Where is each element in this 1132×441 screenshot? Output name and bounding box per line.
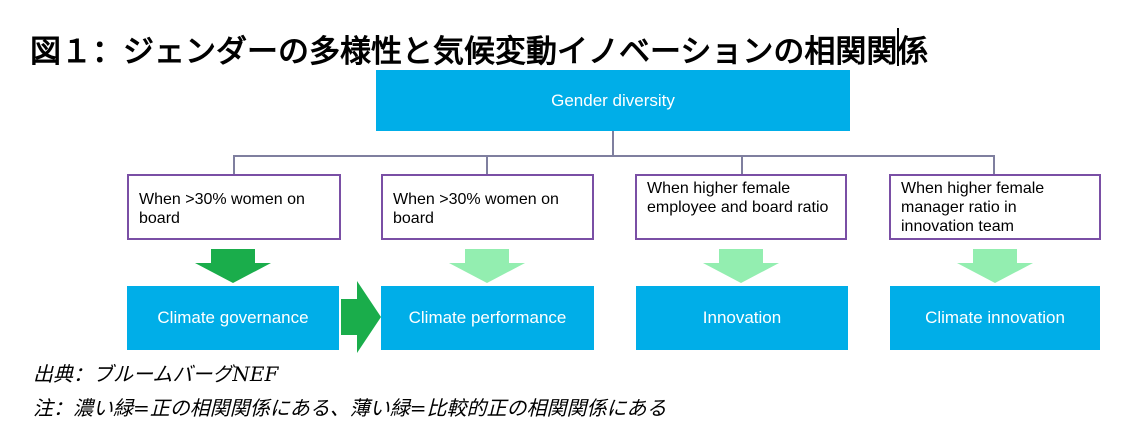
condition-box-1: When >30% women on board	[127, 174, 341, 240]
arrow-down-dark-green-1	[195, 249, 271, 283]
figure-title: 図１：ジェンダーの多様性と気候変動イノベーションの相関関係	[30, 34, 929, 70]
arrow-down-light-green-2	[449, 249, 525, 283]
legend-note: 注：濃い緑=正の相関関係にある、薄い緑=比較的正の相関関係にある	[33, 396, 667, 420]
outcome-climate-governance: Climate governance	[127, 286, 339, 350]
connector-drop-2	[486, 155, 488, 175]
connector-drop-1	[233, 155, 235, 175]
arrow-down-light-green-3	[703, 249, 779, 283]
source-note: 出典：ブルームバーグNEF	[33, 362, 279, 386]
connector-drop-3	[741, 155, 743, 175]
gender-diversity-box: Gender diversity	[376, 70, 850, 131]
condition-box-3: When higher female employee and board ra…	[635, 174, 847, 240]
arrow-right-dark-green	[341, 281, 381, 353]
condition-box-4: When higher female manager ratio in inno…	[889, 174, 1101, 240]
connector-root-stem	[612, 131, 614, 156]
condition-box-2: When >30% women on board	[381, 174, 594, 240]
connector-drop-4	[993, 155, 995, 175]
connector-horizontal	[233, 155, 995, 157]
arrow-down-light-green-4	[957, 249, 1033, 283]
text-cursor	[897, 28, 899, 66]
outcome-climate-innovation: Climate innovation	[890, 286, 1100, 350]
outcome-innovation: Innovation	[636, 286, 848, 350]
outcome-climate-performance: Climate performance	[381, 286, 594, 350]
